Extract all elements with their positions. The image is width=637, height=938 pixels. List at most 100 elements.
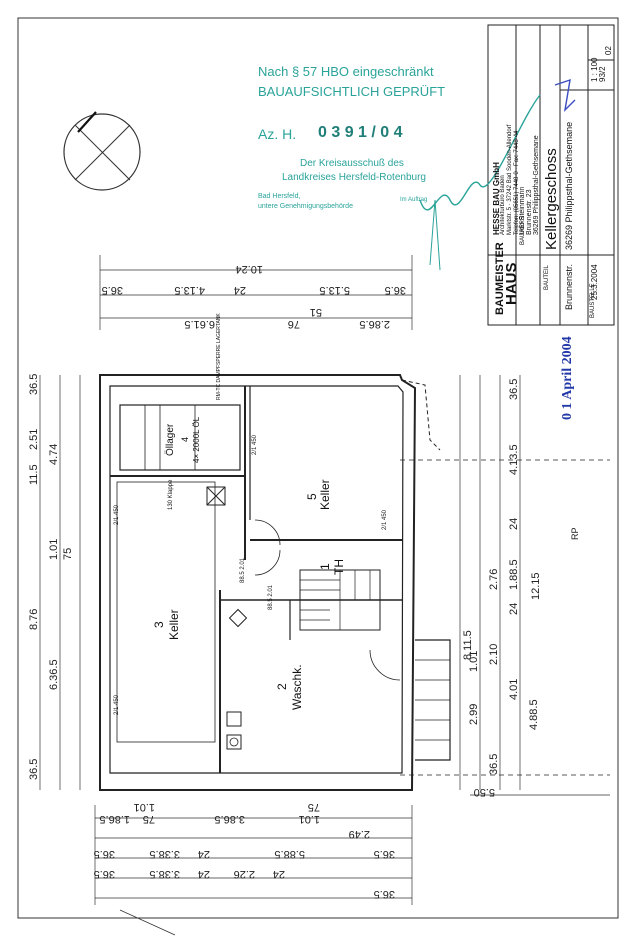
- stamp-az-number: 0 3 9 1 / 0 4: [318, 124, 403, 141]
- room1-number: 1: [318, 563, 332, 570]
- dim-right-j: 2.99: [468, 703, 480, 725]
- dim-bottom-h: 2.49: [348, 828, 370, 840]
- dim-bottom-l: 5.88.5: [274, 848, 305, 860]
- room2-number: 2: [275, 683, 289, 690]
- dim-top-d: 5.13.5: [319, 284, 350, 296]
- stamp-office2: untere Genehmigungsbehörde: [258, 203, 353, 210]
- dim-left-g: 8.76: [28, 608, 40, 630]
- door-a: 88.5 2.01: [240, 557, 246, 583]
- dim-right-k: 36.5: [488, 753, 500, 775]
- stamp-az-label: Az. H.: [258, 126, 297, 142]
- dim-right-a: 36.5: [508, 378, 520, 400]
- dim-bottom-b: 1.01: [133, 801, 155, 813]
- opening-c: 2/1 450: [382, 509, 388, 530]
- dim-right-m: 12.15: [530, 572, 542, 600]
- dim-bottom-s: 24: [272, 868, 285, 880]
- dim-left-h: 6.36.5: [48, 659, 60, 690]
- room5-number: 5: [305, 493, 319, 500]
- dim-left-i: 36.5: [28, 758, 40, 780]
- client-street: Brunnenstr. 23: [526, 189, 533, 235]
- dim-bottom-i: 36.5: [93, 848, 115, 860]
- dim-top-a: 36.5: [101, 284, 123, 296]
- date-stamp: 0 1 April 2004: [560, 336, 575, 420]
- walls: [99, 374, 610, 791]
- dim-bottom-a: 5.50: [473, 786, 495, 798]
- room4-number: 4: [180, 436, 190, 442]
- title-block: [487, 24, 615, 326]
- opening-d: 2/1 450: [114, 694, 120, 715]
- dimension-lines: [39, 255, 610, 905]
- dim-bottom-o: 24: [197, 868, 210, 880]
- site-street: Brunnenstr.: [564, 263, 574, 310]
- rp-label: RP: [570, 527, 580, 540]
- stamp-signed: Im Auftrag: [400, 197, 428, 203]
- hatch-label: 130 Klappe: [168, 479, 174, 510]
- dim-bottom-n: 2.26: [233, 868, 255, 880]
- client-name: Udo Steinmann: [519, 186, 526, 235]
- opening-b: 2/1 450: [114, 504, 120, 525]
- dim-bottom-f: 1.01: [298, 813, 320, 825]
- dim-bottom-m: 36.5: [373, 848, 395, 860]
- site-city: 36269 Philippsthal-Gethsemane: [564, 121, 574, 250]
- tank-note: RM-TC DAMPFSPERRE LAGERTANK: [216, 313, 222, 400]
- dim-bottom-p: 3.38.5: [149, 868, 180, 880]
- dim-bottom-d: 1.86.5: [99, 813, 130, 825]
- stamp-authority2: Landkreises Hersfeld-Rotenburg: [282, 172, 426, 183]
- door-b: 88.5 2.01: [268, 584, 274, 610]
- stamp-office1: Bad Hersfeld,: [258, 193, 301, 200]
- dim-left-c: 4.74: [48, 443, 60, 465]
- dim-left-e: 1.01: [48, 538, 60, 560]
- dim-right-f: 1.88.5: [508, 559, 520, 590]
- logo-line2: HAUS: [503, 262, 520, 305]
- dim-top-c: 24: [233, 284, 246, 296]
- dim-top-h: 51: [309, 306, 322, 318]
- room5-name: Keller: [318, 479, 332, 510]
- dim-right-i: 1.01: [468, 650, 480, 672]
- dim-top-i: 2.86.5: [359, 318, 390, 330]
- dim-right-h: 2.10: [488, 643, 500, 665]
- room3-name: Keller: [167, 609, 181, 640]
- company-line3: Marktstr. 5 · 37242 Bad Sooden-Allendorf: [507, 124, 513, 235]
- dim-right-c: 24: [508, 517, 520, 530]
- dim-top-b: 4.13.5: [174, 284, 205, 296]
- dim-bottom-e: 3.86.5: [214, 813, 245, 825]
- dim-right-d: 2.76: [488, 568, 500, 590]
- room4-sub: 4× 2000L ÖL: [192, 416, 201, 463]
- dim-right-e: 24: [508, 602, 520, 615]
- dim-right-g: 4.01: [508, 678, 520, 700]
- north-arrow-icon: [63, 111, 141, 191]
- dim-left-b: 2.51: [28, 428, 40, 450]
- opening-a: 2/1 450: [252, 434, 258, 455]
- room1-name: TH: [332, 559, 346, 575]
- sheet-border: [17, 17, 619, 919]
- dim-top-e: 36.5: [384, 284, 406, 296]
- dim-left-f: 75: [62, 547, 74, 560]
- label-bauteil: BAUTEIL: [544, 264, 550, 290]
- dim-bottom-q: 36.5: [93, 868, 115, 880]
- dim-bottom-j: 3.38.5: [149, 848, 180, 860]
- stamp-line1: Nach § 57 HBO eingeschränkt: [258, 64, 434, 79]
- dim-top-g: 76: [287, 318, 300, 330]
- room3-number: 3: [152, 621, 166, 628]
- stamp-line2: BAUAUFSICHTLICH GEPRÜFT: [258, 84, 446, 99]
- dim-bottom-r: 36.5: [373, 888, 395, 900]
- drawing-date: 25.3.2004: [590, 264, 599, 300]
- dim-bottom-k: 24: [197, 848, 210, 860]
- dim-left-d: 11.5: [28, 464, 40, 485]
- room2-name: Waschk.: [290, 664, 304, 710]
- dim-bottom-g: 75: [307, 801, 320, 813]
- drawing-title: Kellergeschoss: [543, 148, 560, 250]
- dim-right-l: 4.88.5: [528, 699, 540, 730]
- dim-bottom-c: 75: [142, 813, 155, 825]
- stamp-authority1: Der Kreisausschuß des: [300, 158, 404, 169]
- client-city: 36269 Philippsthal-Gethsemane: [533, 135, 540, 235]
- dim-right-b: 4.13.5: [508, 444, 520, 475]
- dim-top-f: 6.61.5: [184, 318, 215, 330]
- room4-name: Öllager: [165, 423, 176, 456]
- dim-top-total: 10.24: [235, 263, 263, 275]
- dim-left-a: 36.5: [28, 373, 40, 395]
- sheet-number: 93/2: [598, 66, 607, 82]
- index-number: 02: [604, 46, 613, 55]
